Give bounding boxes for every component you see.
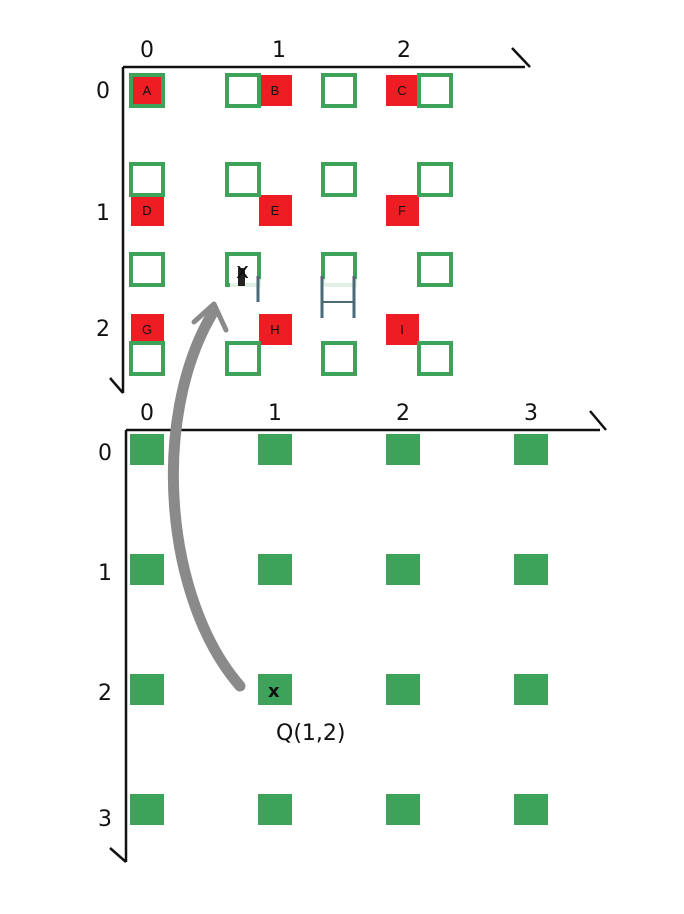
green-filled-square	[258, 434, 292, 465]
red-cell-label: D	[142, 203, 151, 218]
red-cell-B: B	[259, 75, 292, 106]
green-filled-grid	[130, 434, 548, 825]
green-filled-square	[514, 434, 548, 465]
marked-cell-x: x	[268, 681, 280, 702]
top-x-tick-0: 0	[140, 38, 154, 63]
red-cell-label: E	[271, 203, 280, 218]
green-filled-square	[386, 674, 420, 705]
green-outline-square	[225, 73, 261, 108]
red-cell-E: E	[259, 195, 292, 226]
red-cell-D: D	[131, 195, 164, 226]
green-filled-square	[386, 434, 420, 465]
green-outline-square	[417, 162, 453, 197]
bottom-y-tick-1: 1	[98, 561, 112, 586]
green-filled-square	[514, 674, 548, 705]
green-outline-square	[321, 341, 357, 376]
mapping-arrow	[167, 301, 246, 692]
green-outline-square	[417, 73, 453, 108]
green-filled-square	[386, 794, 420, 825]
top-y-axis	[109, 67, 125, 394]
green-filled-square	[130, 434, 164, 465]
green-outline-grid	[129, 73, 453, 376]
green-filled-square	[514, 554, 548, 585]
point-label: Q(1,2)	[276, 721, 345, 746]
green-filled-square	[130, 794, 164, 825]
green-outline-square	[417, 252, 453, 287]
red-cell-A: A	[131, 75, 164, 106]
bottom-x-tick-2: 2	[396, 401, 410, 426]
green-outline-square	[129, 162, 165, 197]
green-filled-square	[258, 554, 292, 585]
bottom-x-axis	[126, 410, 607, 432]
red-cell-label: I	[400, 322, 404, 337]
bottom-y-tick-2: 2	[98, 681, 112, 706]
red-cell-C: C	[386, 75, 419, 106]
red-cell-label: F	[398, 203, 406, 218]
red-cell-H: H	[259, 314, 292, 345]
top-x-tick-1: 1	[272, 38, 286, 63]
green-outline-square	[225, 341, 261, 376]
sample-point-marker: x	[236, 259, 249, 284]
red-cell-label: A	[143, 83, 152, 98]
arrowhead-icon	[191, 301, 229, 333]
bottom-x-tick-3: 3	[524, 401, 538, 426]
top-y-tick-1: 1	[96, 201, 110, 226]
bottom-x-tick-0: 0	[140, 401, 154, 426]
bottom-y-tick-3: 3	[98, 807, 112, 832]
green-outline-square	[129, 252, 165, 287]
top-x-tick-2: 2	[397, 38, 411, 63]
sample-region: x	[230, 259, 380, 318]
red-cell-F: F	[386, 195, 419, 226]
green-filled-square	[130, 554, 164, 585]
top-x-axis	[123, 47, 531, 69]
top-grid: 0 1 2 0 1 2 A B C D E F	[96, 38, 531, 394]
top-y-tick-0: 0	[96, 79, 110, 104]
red-cell-label: B	[271, 83, 280, 98]
bottom-y-axis	[109, 430, 128, 863]
red-cell-label: C	[397, 83, 406, 98]
green-outline-square	[417, 341, 453, 376]
green-filled-square	[130, 674, 164, 705]
green-outline-square	[129, 73, 165, 108]
green-filled-square	[258, 674, 292, 705]
green-outline-square	[321, 162, 357, 197]
green-filled-square	[258, 794, 292, 825]
red-cell-I: I	[386, 314, 419, 345]
red-cell-label: G	[142, 322, 152, 337]
bottom-grid: 0 1 2 3 0 1 2 3 x Q(1,2)	[98, 401, 607, 863]
bottom-y-tick-0: 0	[98, 441, 112, 466]
red-cell-label: H	[270, 322, 279, 337]
green-outline-square	[225, 162, 261, 197]
green-outline-square	[129, 341, 165, 376]
bottom-x-tick-1: 1	[268, 401, 282, 426]
red-cell-G: G	[131, 314, 164, 345]
green-filled-square	[386, 554, 420, 585]
top-y-tick-2: 2	[96, 317, 110, 342]
green-outline-square	[321, 73, 357, 108]
green-filled-square	[514, 794, 548, 825]
